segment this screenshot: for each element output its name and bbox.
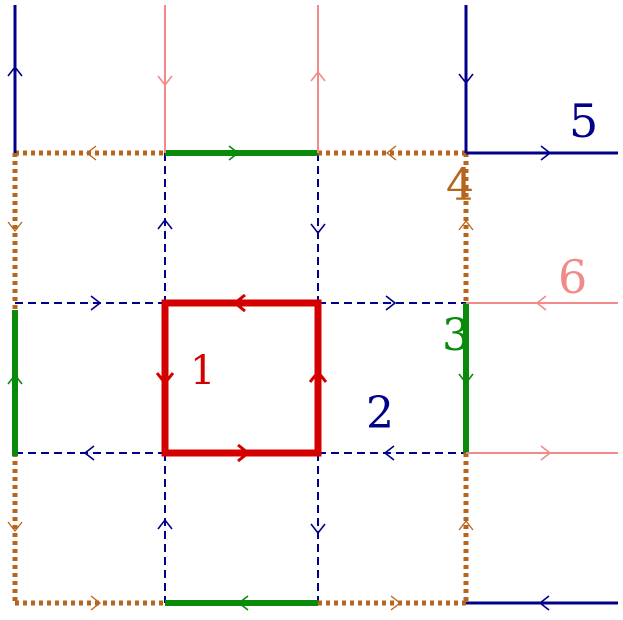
- label-loop-5: 5: [569, 94, 598, 148]
- loop-2-dashed-edges: [15, 153, 466, 603]
- label-loop-4: 4: [446, 160, 474, 211]
- loop-3-edges: [12, 150, 469, 606]
- loop-6-arrows: [157, 70, 552, 461]
- loop-4-dotted-edges: [12, 150, 469, 606]
- loop-4-arrows: [7, 145, 474, 611]
- loop-3-arrows: [7, 145, 474, 611]
- label-loop-3: 3: [442, 310, 470, 361]
- label-loop-6: 6: [558, 250, 587, 304]
- loop-2-arrows: [83, 218, 400, 535]
- loop-1-square: [165, 303, 318, 453]
- label-loop-1: 1: [190, 348, 215, 394]
- label-loop-2: 2: [366, 388, 394, 439]
- loop-5-arrows: [7, 65, 553, 611]
- loop-6-edges: [164, 5, 618, 454]
